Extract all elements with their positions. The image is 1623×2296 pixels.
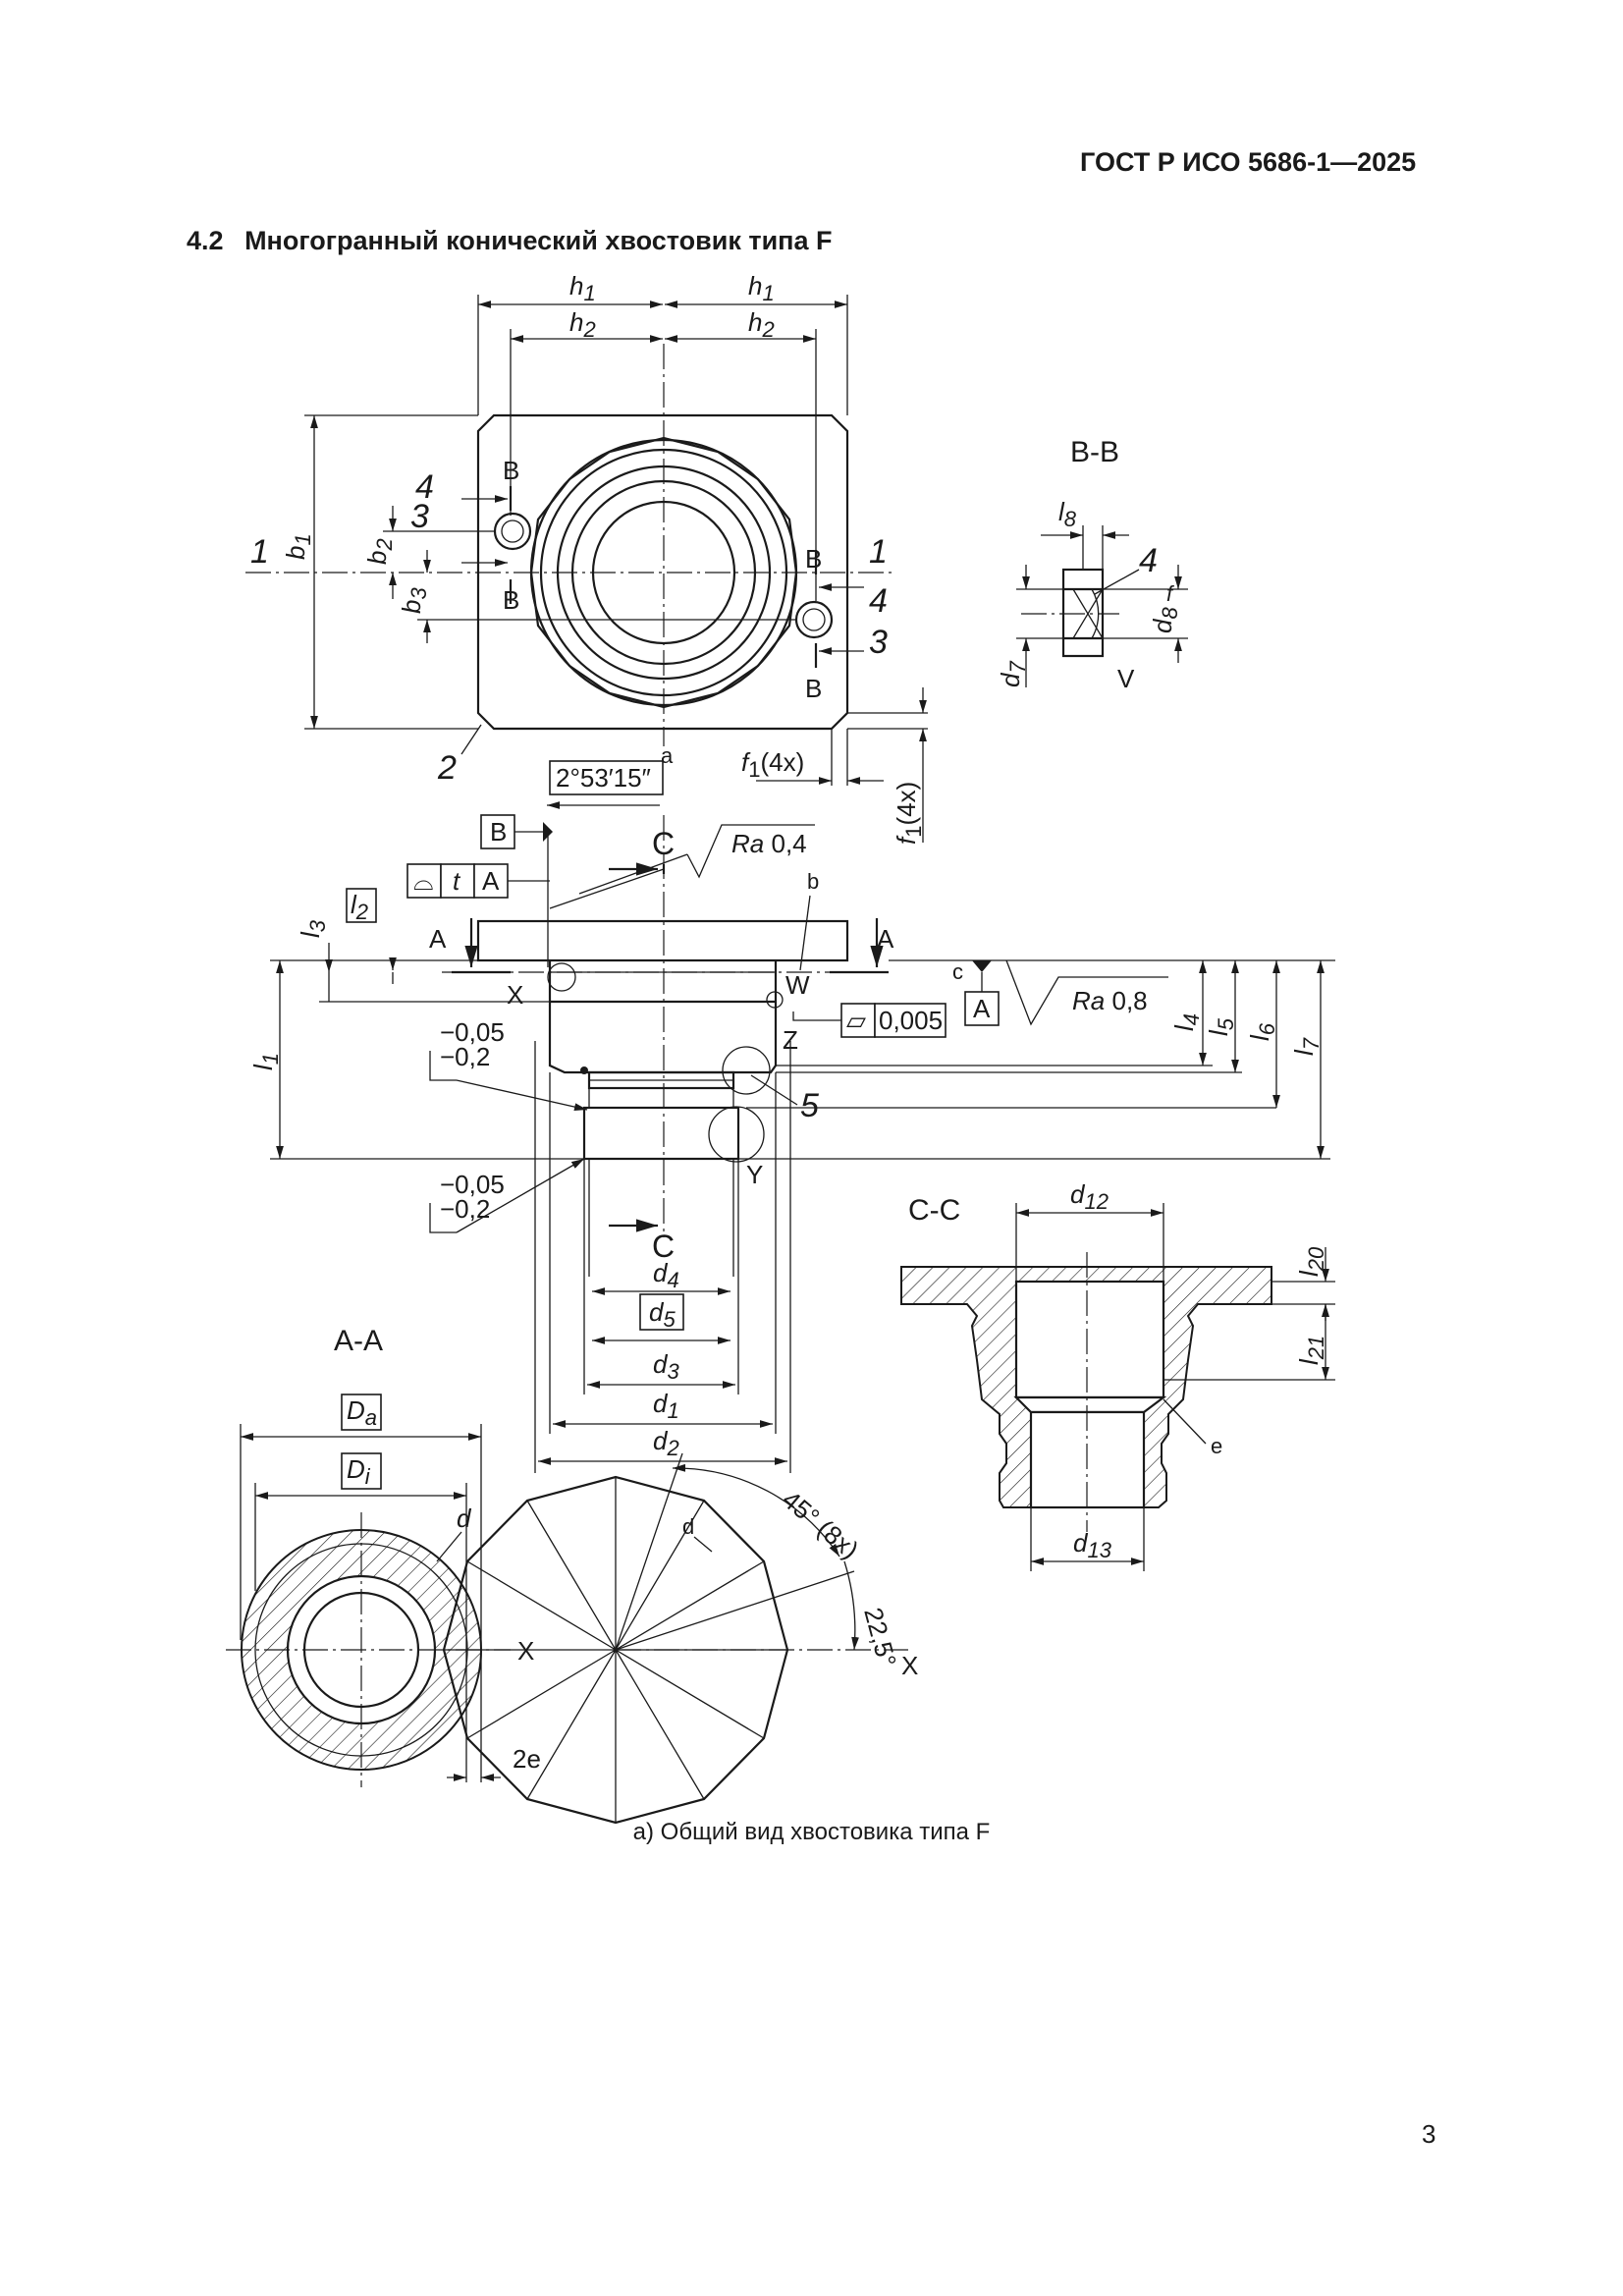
top-polygon [529,436,798,709]
dim-h1-left: h1 [569,271,596,305]
dim-d4: d4 [653,1258,679,1292]
note-e: e [1211,1434,1222,1458]
angle-callout: 2°53′15″ [556,763,651,793]
note-a: a [661,743,674,768]
item-5: 5 [800,1087,819,1124]
flatness-value: 0,005 [879,1006,943,1035]
tolerance-t: t [453,866,461,896]
dim-b3: b3 [397,587,431,614]
dim-h2-right: h2 [748,307,775,342]
label-X-profile: X [901,1651,918,1680]
note-b: b [807,869,819,894]
section-bb: B-B l8 d7 d8 f 4 V [996,436,1188,693]
hole-right [794,600,834,639]
dim-d1: d1 [653,1389,679,1423]
item-3-right: 3 [869,624,888,661]
dim-l20: l20 [1294,1246,1328,1277]
dim-b2: b2 [362,538,397,565]
dim-b1: b1 [281,533,315,560]
dim-l21: l21 [1294,1336,1328,1365]
view-title-bb: B-B [1070,436,1119,468]
datum-a-box: A [973,994,991,1023]
view-title-cc: C-C [908,1194,960,1227]
dim-l2: l2 [351,890,368,924]
dim-2e: 2e [513,1744,541,1774]
dim-l6: l6 [1245,1022,1279,1041]
item-4-right: 4 [869,582,888,620]
view-title-aa: A-A [334,1325,383,1357]
section-aa: A-A Da Di X d 2e [226,1325,541,1787]
hole-left [493,512,532,551]
dim-d7: d7 [996,661,1030,687]
section-number: 4.2 [187,226,224,255]
label-W: W [785,970,810,1000]
dim-d13: d13 [1073,1528,1112,1562]
section-cc: C-C d12 d13 l20 l21 e [900,1179,1335,1571]
section-title: Многогранный конический хвостовик типа F [244,226,833,255]
tol-lower-1: −0,2 [440,1042,490,1071]
section-b-label-4: B [805,674,822,703]
dim-f1-horizontal: f1(4x) [741,747,804,782]
item-4-bb: 4 [1139,542,1158,579]
item-1-left: 1 [250,533,269,571]
label-V: V [1117,664,1135,693]
note-d: d [682,1514,694,1539]
section-a-right: A [877,924,894,954]
label-Z: Z [783,1025,798,1055]
dim-l5: l5 [1204,1017,1238,1036]
datum-b-box: B [490,817,507,847]
dim-l3: l3 [296,919,330,938]
item-3-left: 3 [410,498,429,535]
section-c-top: C [652,826,675,861]
dim-f1-vertical: f1(4x) [892,782,926,845]
tolerance-datum-a: A [482,866,500,896]
dim-d8: d8 [1148,607,1182,633]
section-heading: 4.2 Многогранный конический хвостовик ти… [187,226,833,256]
roughness-ra-08: Ra 0,8 [1072,986,1148,1015]
dim-d2: d2 [653,1426,679,1460]
tol-upper-2: −0,05 [440,1170,505,1199]
document-header: ГОСТ Р ИСО 5686-1—2025 [1080,147,1417,177]
section-b-label-2: B [503,585,519,615]
roughness-ra-04: Ra 0,4 [731,829,807,858]
note-f: f [1166,581,1175,606]
tol-lower-2: −0,2 [440,1194,490,1224]
angle-45: 45° (8x) [777,1485,864,1565]
dim-l8: l8 [1058,497,1077,531]
angle-22-5: 22,5° [858,1605,902,1670]
section-a-left: A [429,924,447,954]
tol-upper-1: −0,05 [440,1017,505,1047]
dim-Di: Di [347,1454,371,1489]
dim-h1-right: h1 [748,271,775,305]
top-view: h1 h1 h2 h2 b1 b2 b3 B B B B 1 1 4 3 [245,271,928,845]
label-Y: Y [746,1160,763,1189]
section-c-bottom: C [652,1229,675,1264]
section-b-label-3: B [805,544,822,574]
section-b-label-1: B [503,456,519,485]
dim-Da: Da [347,1395,377,1430]
note-c: c [952,959,963,984]
dim-d5: d5 [649,1297,676,1332]
dim-h2-left: h2 [569,307,596,342]
side-view: A A C C X W Z Y 5 2°53′15″ B ⌓ t A Ra 0,… [248,760,1335,1473]
dim-l4: l4 [1169,1013,1204,1031]
figure-caption: а) Общий вид хвостовика типа F [632,1819,991,1845]
dim-d3: d3 [653,1349,679,1384]
dim-l7: l7 [1289,1037,1324,1056]
flatness-symbol: ▱ [846,1006,866,1035]
item-1-right: 1 [869,533,888,571]
dim-d12: d12 [1070,1179,1109,1214]
profile-symbol: ⌓ [413,866,434,896]
page-number: 3 [1422,2119,1436,2149]
label-X-aa: X [517,1636,534,1666]
dim-l1: l1 [248,1053,283,1070]
label-X-side: X [507,980,523,1010]
label-d-aa: d [457,1503,472,1533]
item-4-left: 4 [415,468,434,506]
item-2: 2 [437,749,457,787]
